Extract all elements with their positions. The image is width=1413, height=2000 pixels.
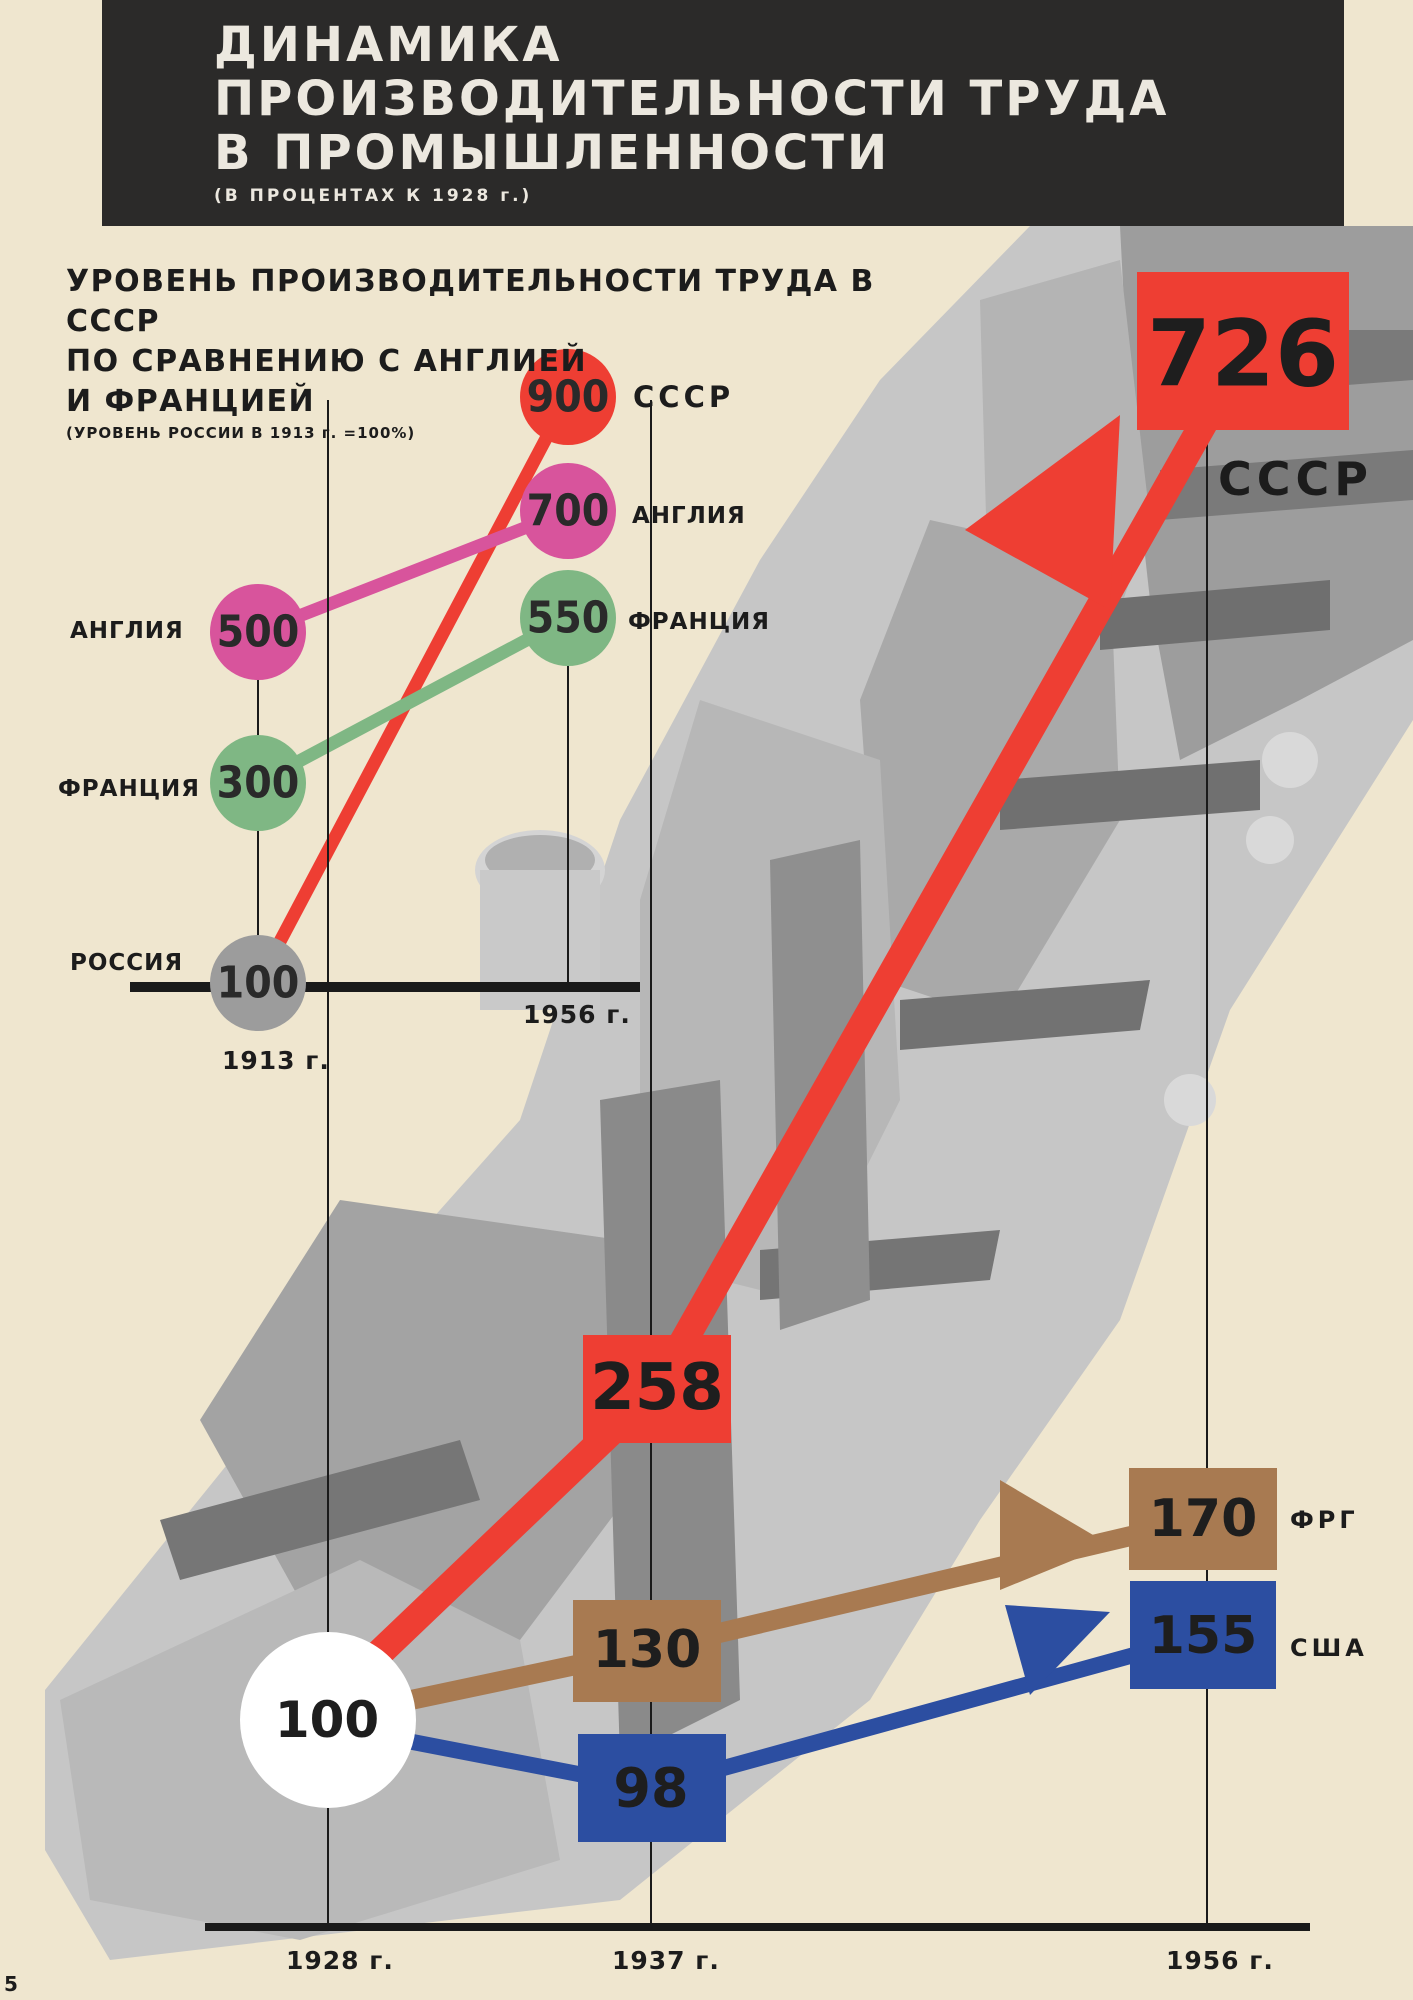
inset-year-1913: 1913 г. xyxy=(222,1046,330,1075)
inset-label-ussr-end: СССР xyxy=(633,380,735,414)
inset-title-line-3: И ФРАНЦИЕЙ xyxy=(66,384,316,419)
inset-value-france-end: 550 xyxy=(526,592,610,644)
main-value-box-1-1 xyxy=(1129,1468,1277,1570)
inset-label-england-start: АНГЛИЯ xyxy=(70,618,184,644)
inset-title-line-2: ПО СРАВНЕНИЮ С АНГЛИЕЙ xyxy=(66,344,588,379)
title-line-1: ДИНАМИКА xyxy=(214,17,563,73)
inset-title-line-1: УРОВЕНЬ ПРОИЗВОДИТЕЛЬНОСТИ ТРУДА В СССР xyxy=(66,264,875,339)
main-arrowhead-ussr xyxy=(965,415,1120,610)
inset-marker-russia xyxy=(210,935,306,1031)
title-subtitle: (В ПРОЦЕНТАХ К 1928 г.) xyxy=(214,186,533,206)
inset-value-russia: 100 xyxy=(216,957,300,1009)
inset-value-england-end: 700 xyxy=(526,485,610,537)
title-line-3: В ПРОМЫШЛЕННОСТИ xyxy=(214,125,891,181)
main-label-usa: США xyxy=(1290,1634,1368,1662)
inset-label-russia: РОССИЯ xyxy=(70,950,184,976)
main-year-1937: 1937 г. xyxy=(612,1946,720,1975)
inset-note: (УРОВЕНЬ РОССИИ В 1913 г. =100%) xyxy=(66,424,416,442)
main-arrowhead-usa xyxy=(1005,1605,1110,1695)
inset-marker-end-0 xyxy=(520,349,616,445)
inset-marker-start-1 xyxy=(210,584,306,680)
inset-marker-end-2 xyxy=(520,570,616,666)
inset-value-ussr-end: 900 xyxy=(526,371,610,423)
main-origin-marker xyxy=(240,1632,416,1808)
main-year-1928: 1928 г. xyxy=(286,1946,394,1975)
main-value-box-2-1 xyxy=(1130,1581,1276,1689)
main-origin-value: 100 xyxy=(274,1691,380,1749)
main-value-usa-1937: 98 xyxy=(613,1756,689,1820)
inset-marker-end-1 xyxy=(520,463,616,559)
inset-marker-start-2 xyxy=(210,735,306,831)
page-number: 5 xyxy=(4,1972,18,1996)
main-value-box-2-0 xyxy=(578,1734,726,1842)
inset-label-france-end: ФРАНЦИЯ xyxy=(628,609,771,635)
main-value-ussr-1937: 258 xyxy=(590,1351,724,1425)
main-value-ussr-1956: 726 xyxy=(1146,300,1340,408)
inset-line-2 xyxy=(254,612,572,789)
main-value-frg-1956: 170 xyxy=(1148,1489,1258,1549)
main-value-frg-1937: 130 xyxy=(592,1620,702,1680)
main-chart xyxy=(205,272,1349,1931)
main-label-frg: ФРГ xyxy=(1290,1506,1359,1534)
inset-label-france-start: ФРАНЦИЯ xyxy=(58,776,201,802)
inset-value-england-start: 500 xyxy=(216,606,300,658)
title-line-2: ПРОИЗВОДИТЕЛЬНОСТИ ТРУДА xyxy=(214,71,1170,127)
main-value-box-0-0 xyxy=(583,1335,731,1443)
main-value-box-1-0 xyxy=(573,1600,721,1702)
main-label-ussr: СССР xyxy=(1218,452,1373,506)
inset-line-1 xyxy=(255,504,571,639)
inset-value-france-start: 300 xyxy=(216,757,300,809)
inset-label-england-end: АНГЛИЯ xyxy=(632,503,746,529)
title-band: ДИНАМИКА ПРОИЗВОДИТЕЛЬНОСТИ ТРУДА В ПРОМ… xyxy=(102,0,1344,226)
main-year-1956: 1956 г. xyxy=(1166,1946,1274,1975)
inset-line-0 xyxy=(252,393,574,987)
main-arrowhead-frg xyxy=(1000,1480,1110,1590)
inset-chart xyxy=(130,349,640,1031)
main-value-usa-1956: 155 xyxy=(1148,1606,1258,1666)
main-value-box-0-1 xyxy=(1137,272,1349,430)
inset-title: УРОВЕНЬ ПРОИЗВОДИТЕЛЬНОСТИ ТРУДА В СССР … xyxy=(66,262,966,442)
inset-year-1956: 1956 г. xyxy=(523,1000,631,1029)
